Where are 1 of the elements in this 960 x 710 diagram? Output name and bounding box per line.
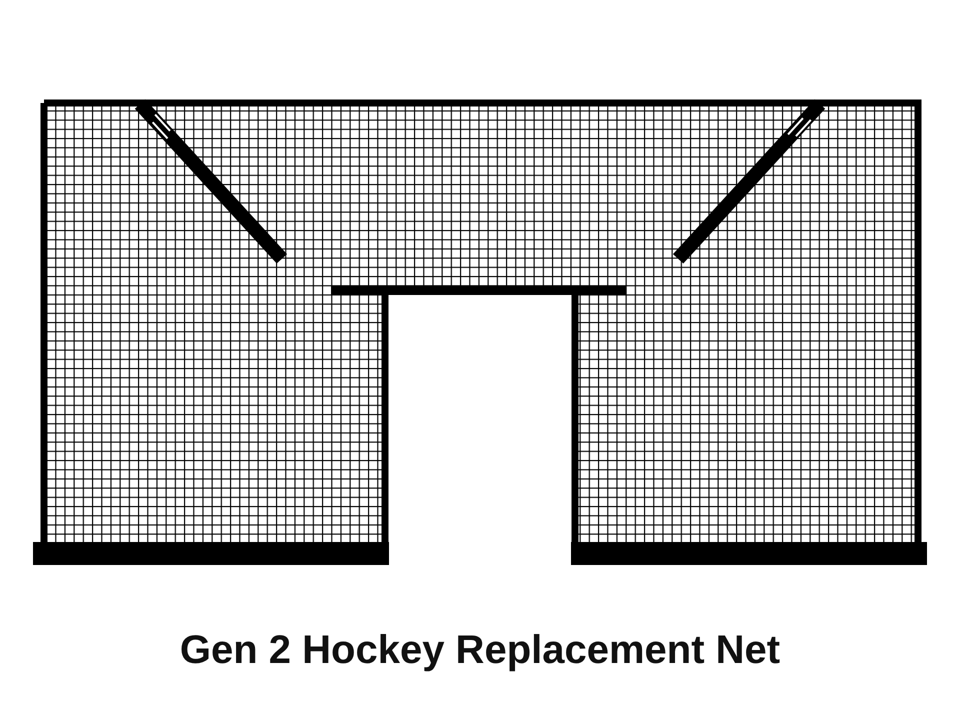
caption: Gen 2 Hockey Replacement Net: [180, 628, 780, 673]
